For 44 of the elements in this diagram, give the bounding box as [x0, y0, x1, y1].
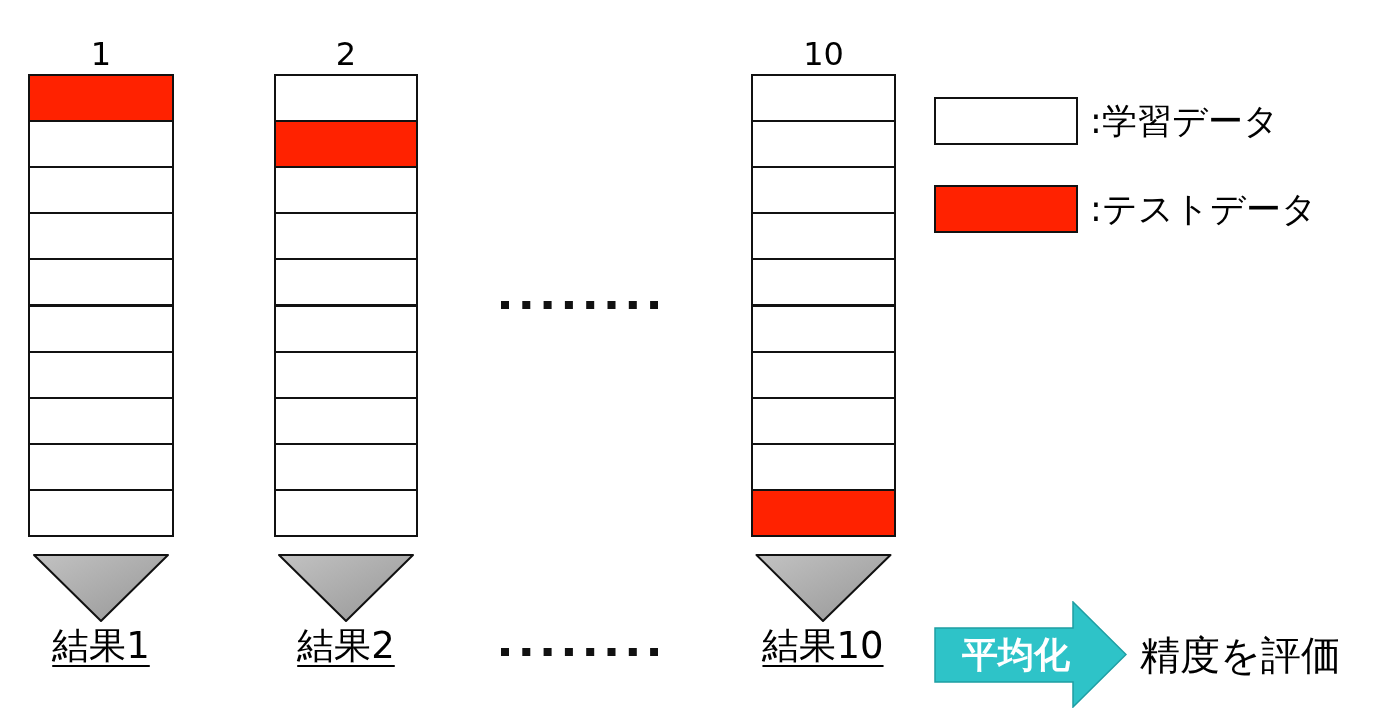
training-fold	[274, 258, 418, 307]
training-fold	[274, 396, 418, 445]
column-number: 10	[802, 34, 845, 74]
training-fold	[751, 304, 896, 353]
training-fold	[751, 166, 896, 215]
triangle-arrow	[33, 554, 169, 622]
training-fold	[28, 212, 174, 261]
training-fold	[274, 350, 418, 399]
result-label: 結果2	[297, 621, 395, 671]
column-number: 2	[334, 34, 358, 74]
training-fold	[28, 350, 174, 399]
training-fold	[751, 120, 896, 169]
training-fold	[274, 212, 418, 261]
training-fold	[28, 442, 174, 491]
arrow-label: 平均化	[961, 632, 1071, 677]
training-fold	[274, 166, 418, 215]
training-fold	[274, 74, 418, 123]
training-fold	[274, 304, 418, 353]
training-fold	[274, 488, 418, 537]
training-fold	[28, 120, 174, 169]
training-fold	[28, 488, 174, 537]
training-fold	[751, 396, 896, 445]
training-fold	[751, 442, 896, 491]
training-fold	[28, 304, 174, 353]
legend-label: :テストデータ	[1090, 187, 1317, 231]
test-fold	[274, 120, 418, 169]
training-fold	[274, 442, 418, 491]
triangle-arrow	[755, 554, 892, 622]
column-number: 1	[89, 34, 113, 74]
legend-label: :学習データ	[1090, 99, 1279, 143]
training-fold	[751, 212, 896, 261]
outcome-label: 精度を評価	[1140, 631, 1341, 680]
test-fold	[751, 488, 896, 537]
training-fold	[28, 396, 174, 445]
test-fold	[28, 74, 174, 123]
training-fold	[28, 258, 174, 307]
training-fold	[751, 258, 896, 307]
result-label: 結果10	[762, 621, 884, 671]
training-fold	[751, 74, 896, 123]
training-fold	[751, 350, 896, 399]
triangle-arrow	[278, 554, 414, 622]
training-fold	[28, 166, 174, 215]
block-arrow	[934, 601, 1127, 708]
result-label: 結果1	[52, 621, 150, 671]
